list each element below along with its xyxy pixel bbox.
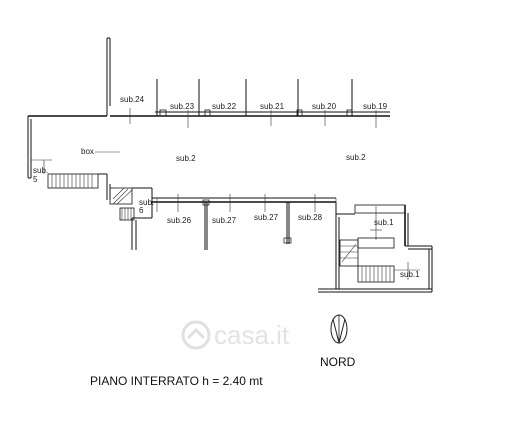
label-sub5-b: 5 — [33, 175, 38, 184]
stairs-right — [339, 237, 395, 283]
casa-logo-icon — [181, 320, 211, 350]
label-sub1-bottom: sub.1 — [400, 270, 420, 279]
label-sub6-a: sub. — [139, 198, 154, 207]
label-sub6-b: 6 — [139, 206, 144, 215]
label-sub24: sub.24 — [120, 95, 145, 104]
walls — [27, 37, 433, 293]
label-sub2-right: sub.2 — [346, 153, 366, 162]
label-sub20: sub.20 — [312, 102, 337, 111]
north-label: NORD — [320, 355, 356, 369]
label-sub1-top: sub.1 — [374, 218, 394, 227]
room-labels: sub.24 sub.23 sub.22 sub.21 sub.20 sub.1… — [33, 95, 420, 279]
north-arrow-icon — [330, 314, 348, 344]
label-sub21: sub.21 — [260, 102, 285, 111]
floor-caption: PIANO INTERRATO h = 2.40 mt — [90, 374, 263, 388]
label-sub22: sub.22 — [212, 102, 237, 111]
stairs-left — [47, 173, 99, 189]
label-sub19: sub.19 — [363, 102, 388, 111]
label-sub5-a: sub. — [33, 166, 48, 175]
label-sub28: sub.28 — [298, 213, 323, 222]
label-sub2-left: sub.2 — [176, 154, 196, 163]
watermark: casa.it — [181, 320, 290, 350]
stairs-sub6 — [109, 187, 135, 221]
watermark-text: casa.it — [214, 320, 290, 350]
north-arrow: NORD — [320, 314, 356, 369]
label-sub27-a: sub.27 — [212, 216, 237, 225]
label-box: box — [81, 147, 94, 156]
label-sub23: sub.23 — [170, 102, 195, 111]
label-sub26: sub.26 — [167, 216, 192, 225]
label-sub27-b: sub.27 — [254, 213, 279, 222]
